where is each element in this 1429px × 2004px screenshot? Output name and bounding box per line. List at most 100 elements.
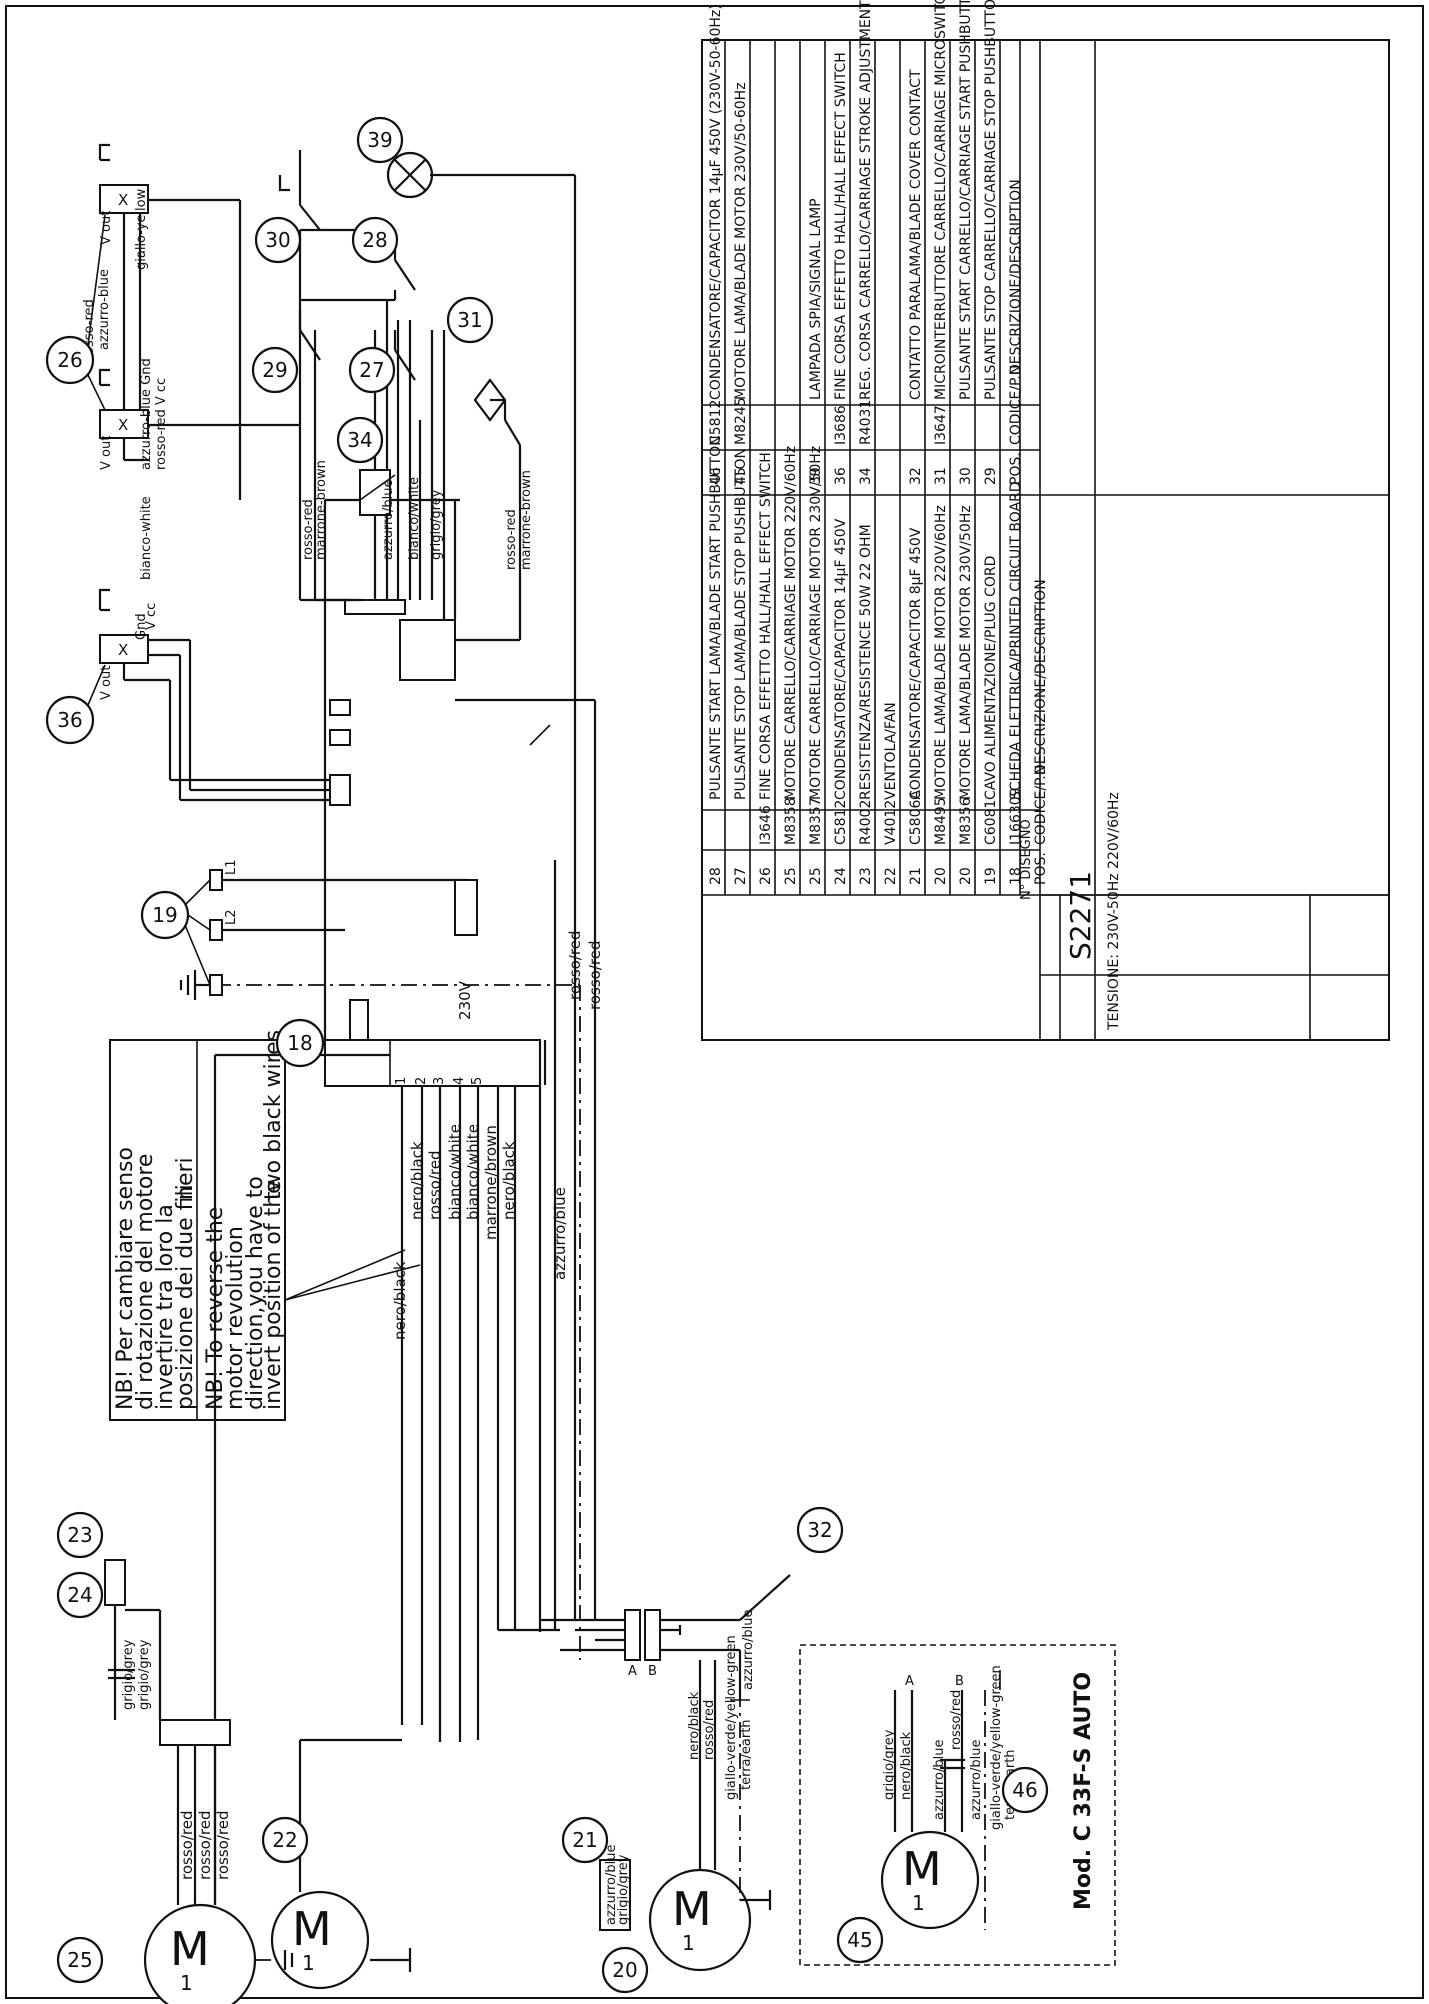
wire-4-label: bianco/white bbox=[446, 1124, 464, 1220]
bom-left-code-6: R4002 bbox=[858, 800, 874, 845]
balloon-32 bbox=[796, 1506, 844, 1554]
bom-left-pos-0: 28 bbox=[708, 867, 724, 885]
bom-left-desc-0: PULSANTE START LAMA/BLADE START PUSHBUTT… bbox=[708, 435, 724, 800]
sensor-26b-x: X bbox=[118, 191, 128, 209]
sensor-26a-vout: V out bbox=[99, 436, 114, 470]
balloon-20 bbox=[601, 1946, 649, 1994]
bom-left-pos-11: 19 bbox=[983, 867, 999, 885]
lamp-red-2: rosso/red bbox=[586, 941, 604, 1010]
m20-grey: grigio/grey bbox=[616, 1854, 631, 1925]
auto-variant-box: M 1 grigio/grey nero/black azzurro/blue … bbox=[799, 1644, 1116, 1966]
note-it-line-2: di rotazione del motore bbox=[133, 1154, 158, 1410]
balloon-22-label: 22 bbox=[272, 1828, 297, 1852]
circuit-board bbox=[323, 498, 541, 1087]
balloon-28-label: 28 bbox=[362, 228, 387, 252]
balloon-39 bbox=[356, 116, 404, 164]
bom-right-pos-1: 45 bbox=[733, 467, 749, 485]
sw-white: bianco/white bbox=[407, 477, 422, 560]
sensor-36-x: X bbox=[118, 641, 128, 659]
wire-6-label: marrone/brown bbox=[482, 1125, 500, 1240]
ab-blue: azzurro/blue bbox=[741, 1610, 756, 1690]
note-en-line-2: motor revolution bbox=[223, 1226, 248, 1410]
motor-22-letter: M bbox=[292, 1902, 332, 1956]
m25-red-3: rosso/red bbox=[214, 1811, 232, 1880]
bom-right-desc-5: FINE CORSA EFFETTO HALL/HALL EFFECT SWIT… bbox=[833, 52, 849, 400]
bom-right-hdr-desc: DESCRIZIONE/DESCRIPTION bbox=[1008, 179, 1024, 375]
bom-right-hdr-code: CODICE/P.N. bbox=[1008, 360, 1024, 445]
hall-switch-36: X V out V cc Gnd 36 bbox=[45, 588, 351, 806]
drawing-number-label: N° DISEGNO bbox=[1019, 819, 1034, 900]
motor-20-sub: 1 bbox=[682, 1931, 695, 1955]
motor-wires: nero/black nero/black rosso/red bianco/w… bbox=[213, 860, 569, 1905]
blade-motor-20: M 1 nero/black rosso/red giallo-verde/ye… bbox=[561, 1635, 770, 1994]
bom-left-code-8: C5806A bbox=[908, 790, 924, 845]
bom-left-code-12: I166309 bbox=[1008, 787, 1024, 845]
note-it-line-1: NB! Per cambiare senso bbox=[113, 1147, 138, 1410]
lamp-red-1: rosso/red bbox=[566, 931, 584, 1000]
bom-right-code-1: M8245 bbox=[733, 397, 749, 445]
bom-left-pos-7: 22 bbox=[883, 867, 899, 885]
bom-left-code-10: M8356 bbox=[958, 797, 974, 845]
sensor-26-blue: azzurro-blue bbox=[97, 269, 112, 350]
m45-blue-2: azzurro/blue bbox=[969, 1740, 984, 1820]
pin-3: 3 bbox=[432, 1077, 447, 1085]
bom-left-desc-4: MOTORE CARRELLO/CARRIAGE MOTOR 230V/50Hz bbox=[808, 446, 824, 800]
bom-left-code-11: C6081 bbox=[983, 800, 999, 845]
bom-table-border bbox=[701, 39, 1390, 1041]
sensor-26-yellow: giallo-yellow bbox=[134, 188, 149, 270]
bom-right-code-0: C5812 bbox=[708, 400, 724, 445]
bom-left-desc-11: CAVO ALIMENTAZIONE/PLUG CORD bbox=[983, 556, 999, 800]
terminal-l2: L2 bbox=[224, 909, 239, 925]
bom-right-desc-10: PULSANTE START CARRELLO/CARRIAGE START P… bbox=[958, 0, 974, 400]
bom-left-pos-9: 20 bbox=[933, 867, 949, 885]
bom-right-desc-6: REG. CORSA CARRELLO/CARRIAGE STROKE ADJU… bbox=[858, 0, 874, 400]
bom-left-desc-8: CONDENSATORE/CAPACITOR 8µF 450V bbox=[908, 527, 924, 800]
bom-left-code-3: M8358 bbox=[783, 797, 799, 845]
terminal-l1: L1 bbox=[224, 859, 239, 875]
bom-left-pos-5: 24 bbox=[833, 867, 849, 885]
bom-left-code-7: V4012 bbox=[883, 800, 899, 845]
bom-right-desc-8: CONTATTO PARALAMA/BLADE COVER CONTACT bbox=[908, 69, 924, 400]
wire-5-label: bianco/white bbox=[464, 1124, 482, 1220]
sw-brown: marrone-brown bbox=[314, 460, 329, 560]
motor-25-sub: 1 bbox=[180, 1971, 193, 1995]
supply-voltage: 230V bbox=[456, 980, 474, 1020]
pcb-connector-main bbox=[324, 1039, 541, 1087]
bom-right-pos-8: 32 bbox=[908, 467, 924, 485]
bom-left-code-9: M8495 bbox=[933, 797, 949, 845]
bom-left-pos-6: 23 bbox=[858, 867, 874, 885]
balloon-45-label: 45 bbox=[847, 1928, 872, 1952]
wire-2-label: nero/black bbox=[408, 1141, 426, 1220]
bom-left-code-5: C5812 bbox=[833, 800, 849, 845]
carriage-motor-25: rosso/red rosso/red rosso/red M 1 25 23 … bbox=[56, 1511, 285, 2004]
balloon-27-label: 27 bbox=[359, 358, 384, 382]
motor-22-sub: 1 bbox=[302, 1951, 315, 1975]
motor-45 bbox=[880, 1830, 980, 1930]
bom-right-desc-11: PULSANTE STOP CARRELLO/CARRIAGE STOP PUS… bbox=[983, 0, 999, 400]
motor-22 bbox=[270, 1890, 370, 1990]
bom-right-desc-0: CONDENSATORE/CAPACITOR 14µF 450V (230V-5… bbox=[708, 4, 724, 400]
sw-grey: grigio/grey bbox=[429, 489, 444, 560]
bom-left-grid bbox=[702, 494, 1389, 896]
balloon-26-label: 26 bbox=[57, 348, 82, 372]
bom-left-code-2: I3646 bbox=[758, 805, 774, 845]
bom-right-desc-4: LAMPADA SPIA/SIGNAL LAMP bbox=[808, 198, 824, 400]
bom-left-pos-2: 26 bbox=[758, 867, 774, 885]
balloon-21-label: 21 bbox=[572, 1828, 597, 1852]
bom-left-desc-1: PULSANTE STOP LAMA/BLADE STOP PUSHBUTTON bbox=[733, 448, 749, 800]
balloon-46 bbox=[1001, 1766, 1049, 1814]
pin-2: 2 bbox=[414, 1077, 429, 1085]
m20-black: nero/black bbox=[687, 1691, 702, 1760]
balloon-28 bbox=[351, 216, 399, 264]
reverse-note: NB! Per cambiare senso di rotazione del … bbox=[109, 1030, 421, 1421]
bom-right-hdr-pos: POS. bbox=[1008, 452, 1024, 485]
plug-cord: L1 L2 230V 19 bbox=[140, 859, 580, 1020]
m20-earth: terra/earth bbox=[739, 1719, 754, 1790]
bom-left-rows: 28 PULSANTE START LAMA/BLADE START PUSHBU… bbox=[708, 435, 1049, 885]
motor-45-letter: M bbox=[902, 1842, 942, 1896]
balloon-31 bbox=[446, 296, 494, 344]
balloon-19-label: 19 bbox=[152, 903, 177, 927]
m45-blue: azzurro/blue bbox=[932, 1740, 947, 1820]
